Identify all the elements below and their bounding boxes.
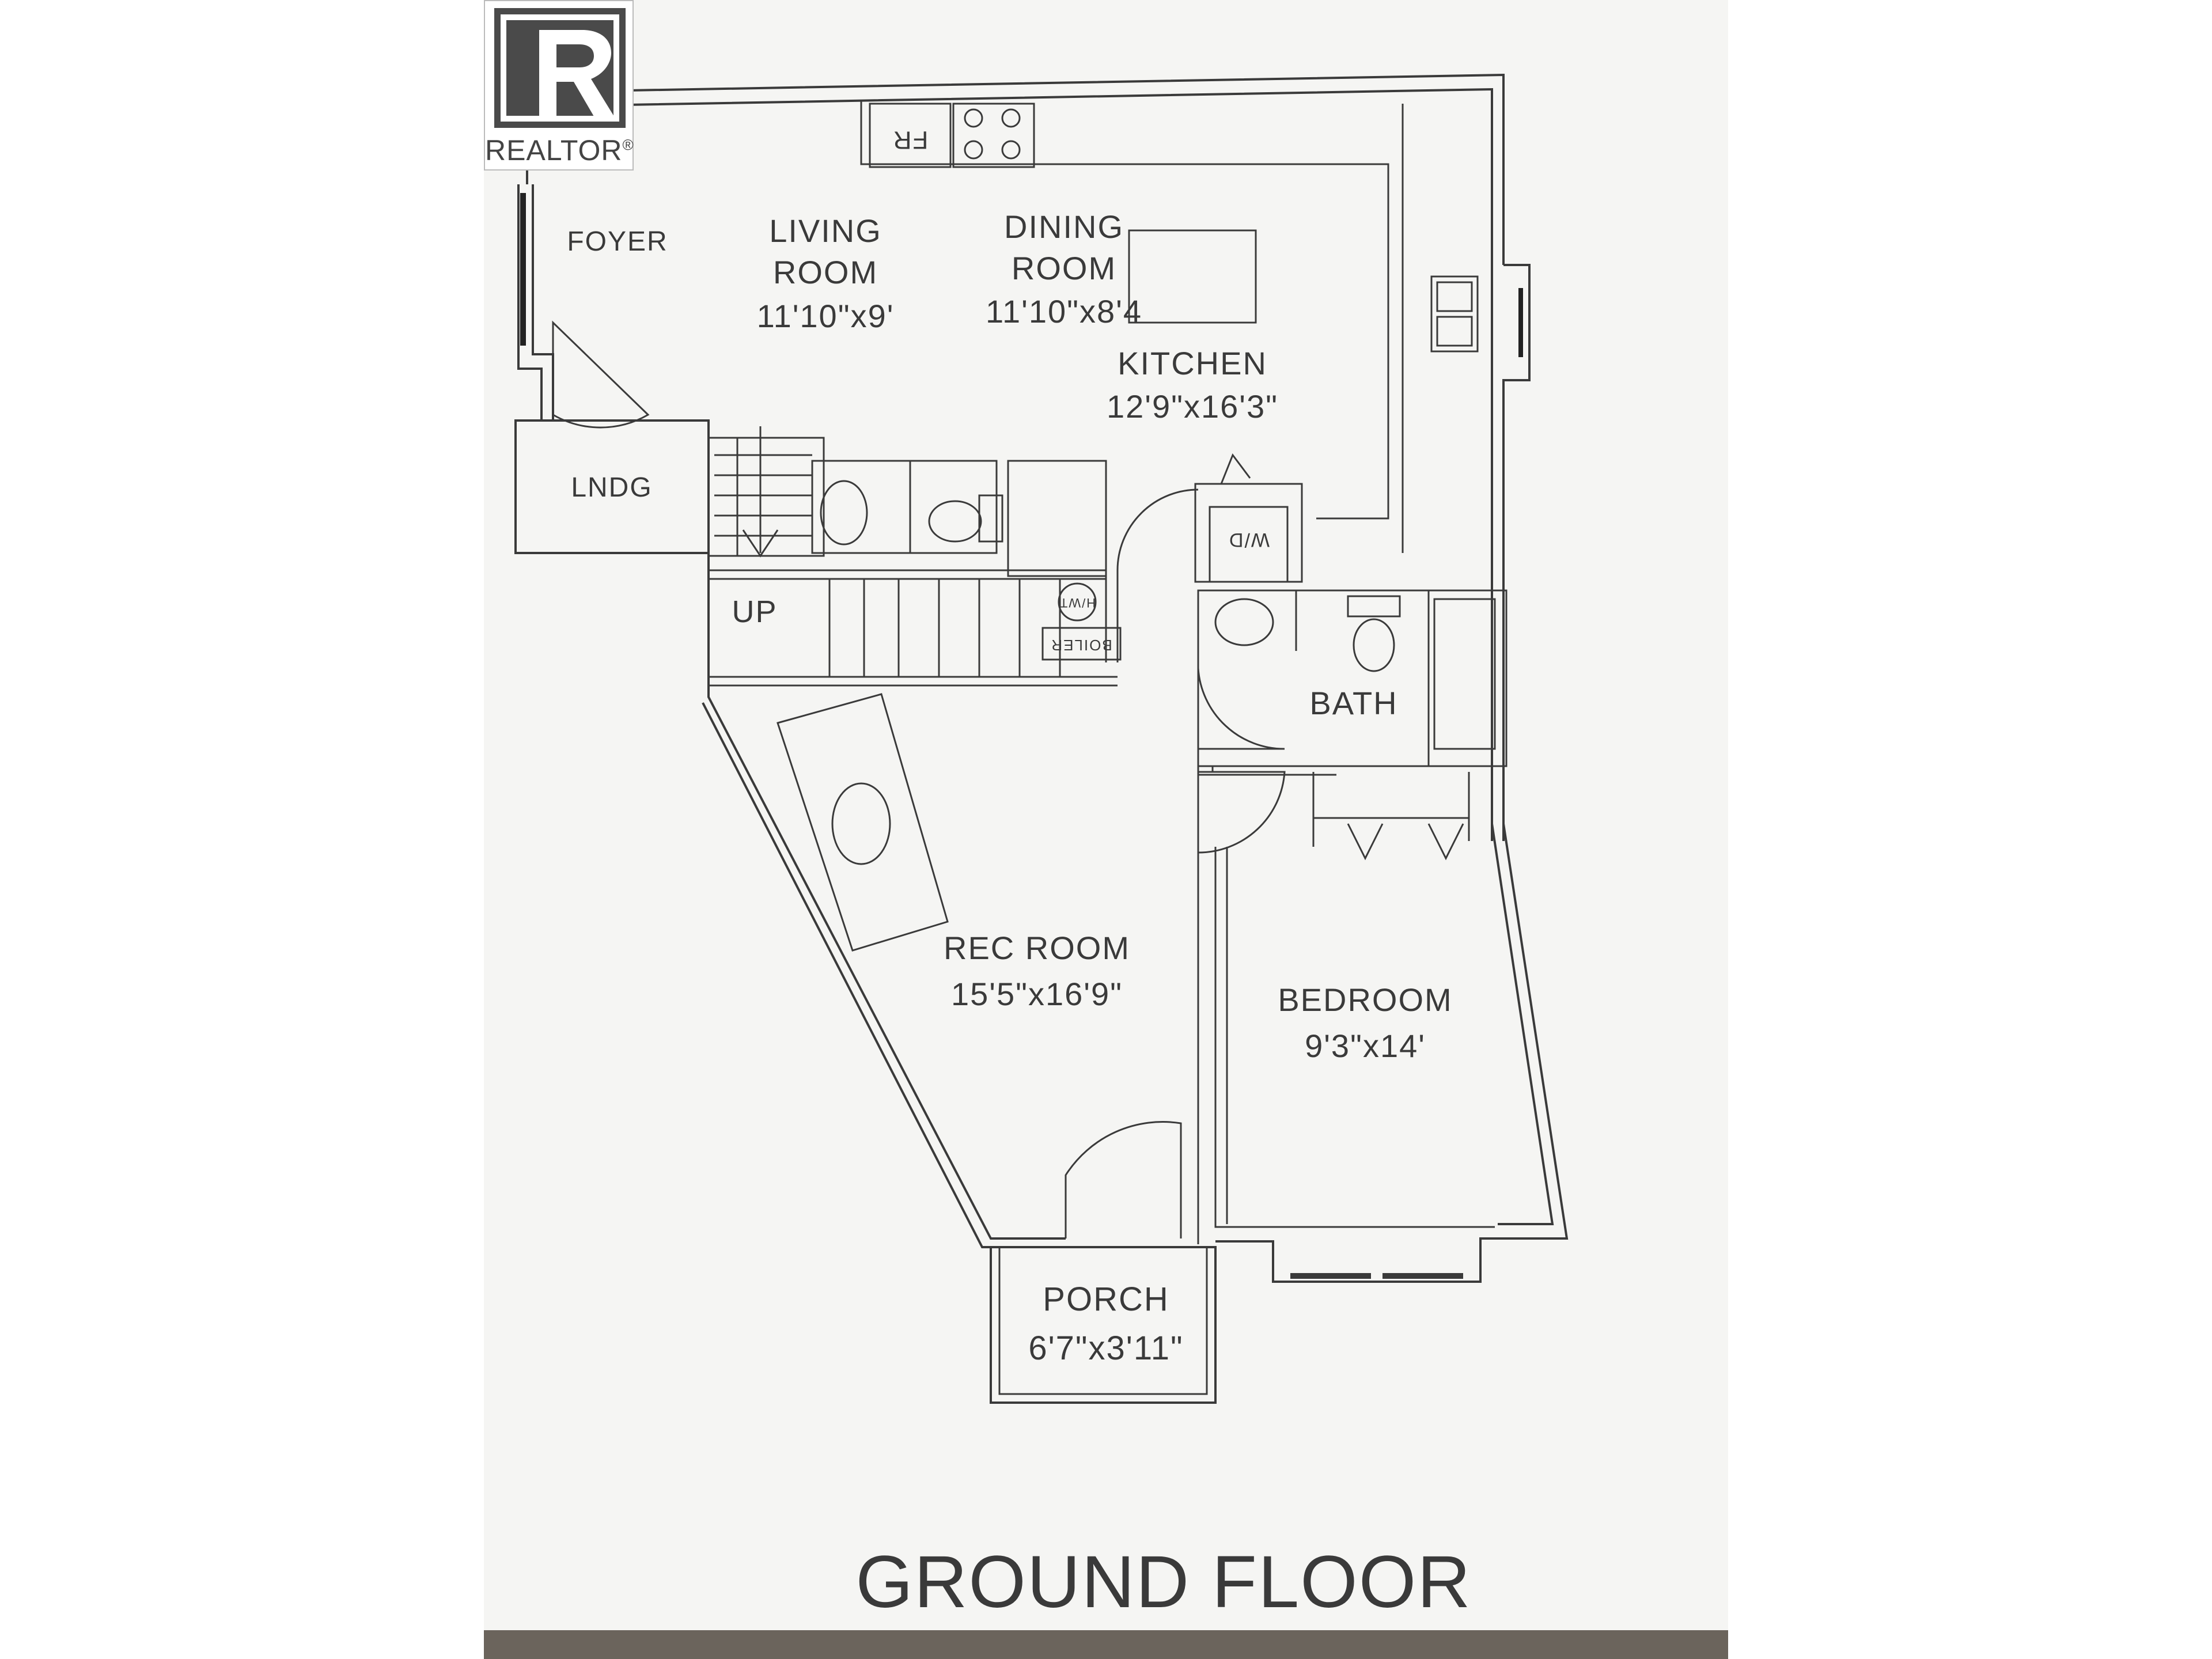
realtor-name: REALTOR: [485, 134, 623, 166]
room-labels: FOYER LIVING ROOM 11'10"x9' DINING ROOM …: [567, 126, 1452, 1367]
living-room-label-line2: ROOM: [773, 254, 878, 290]
kitchen-size: 12'9"x16'3": [1107, 388, 1278, 425]
rec-room-size: 15'5"x16'9": [951, 976, 1123, 1012]
boiler-label: BOILER: [1050, 637, 1112, 654]
fridge-label: FR: [892, 126, 929, 154]
porch-size: 6'7"x3'11": [1028, 1330, 1183, 1367]
interior-walls: [707, 101, 1508, 1404]
floor-plan-sheet: FOYER LIVING ROOM 11'10"x9' DINING ROOM …: [484, 0, 1728, 1659]
porch-label: PORCH: [1043, 1281, 1169, 1318]
dining-room-label-line2: ROOM: [1012, 250, 1116, 286]
foyer-label: FOYER: [567, 226, 668, 257]
living-room-size: 11'10"x9': [757, 298, 895, 334]
floor-title: GROUND FLOOR: [855, 1541, 1471, 1623]
fixtures: [520, 103, 1523, 1279]
realtor-wordmark: REALTOR®: [485, 134, 634, 167]
bedroom-size: 9'3"x14': [1305, 1028, 1426, 1064]
hot-water-tank-label: H/WT: [1059, 596, 1096, 610]
kitchen-label: KITCHEN: [1118, 345, 1267, 381]
doors: [552, 320, 1464, 1238]
dining-room-label-line1: DINING: [1004, 209, 1124, 245]
bath-label: BATH: [1309, 685, 1397, 721]
living-room-label-line1: LIVING: [769, 213, 882, 249]
realtor-r-icon: [494, 8, 626, 128]
dining-room-size: 11'10"x8'4: [986, 293, 1142, 329]
bedroom-label: BEDROOM: [1278, 982, 1452, 1018]
washer-dryer-label: W/D: [1228, 529, 1270, 551]
rec-room-label: REC ROOM: [944, 930, 1130, 966]
realtor-badge: REALTOR®: [484, 0, 634, 171]
landing-label: LNDG: [571, 472, 652, 503]
carpet-edge: [484, 1630, 1728, 1659]
realtor-registered-mark: ®: [622, 136, 634, 154]
stairs-up-label: UP: [732, 594, 777, 629]
floor-plan-drawing: FOYER LIVING ROOM 11'10"x9' DINING ROOM …: [514, 73, 1569, 1623]
